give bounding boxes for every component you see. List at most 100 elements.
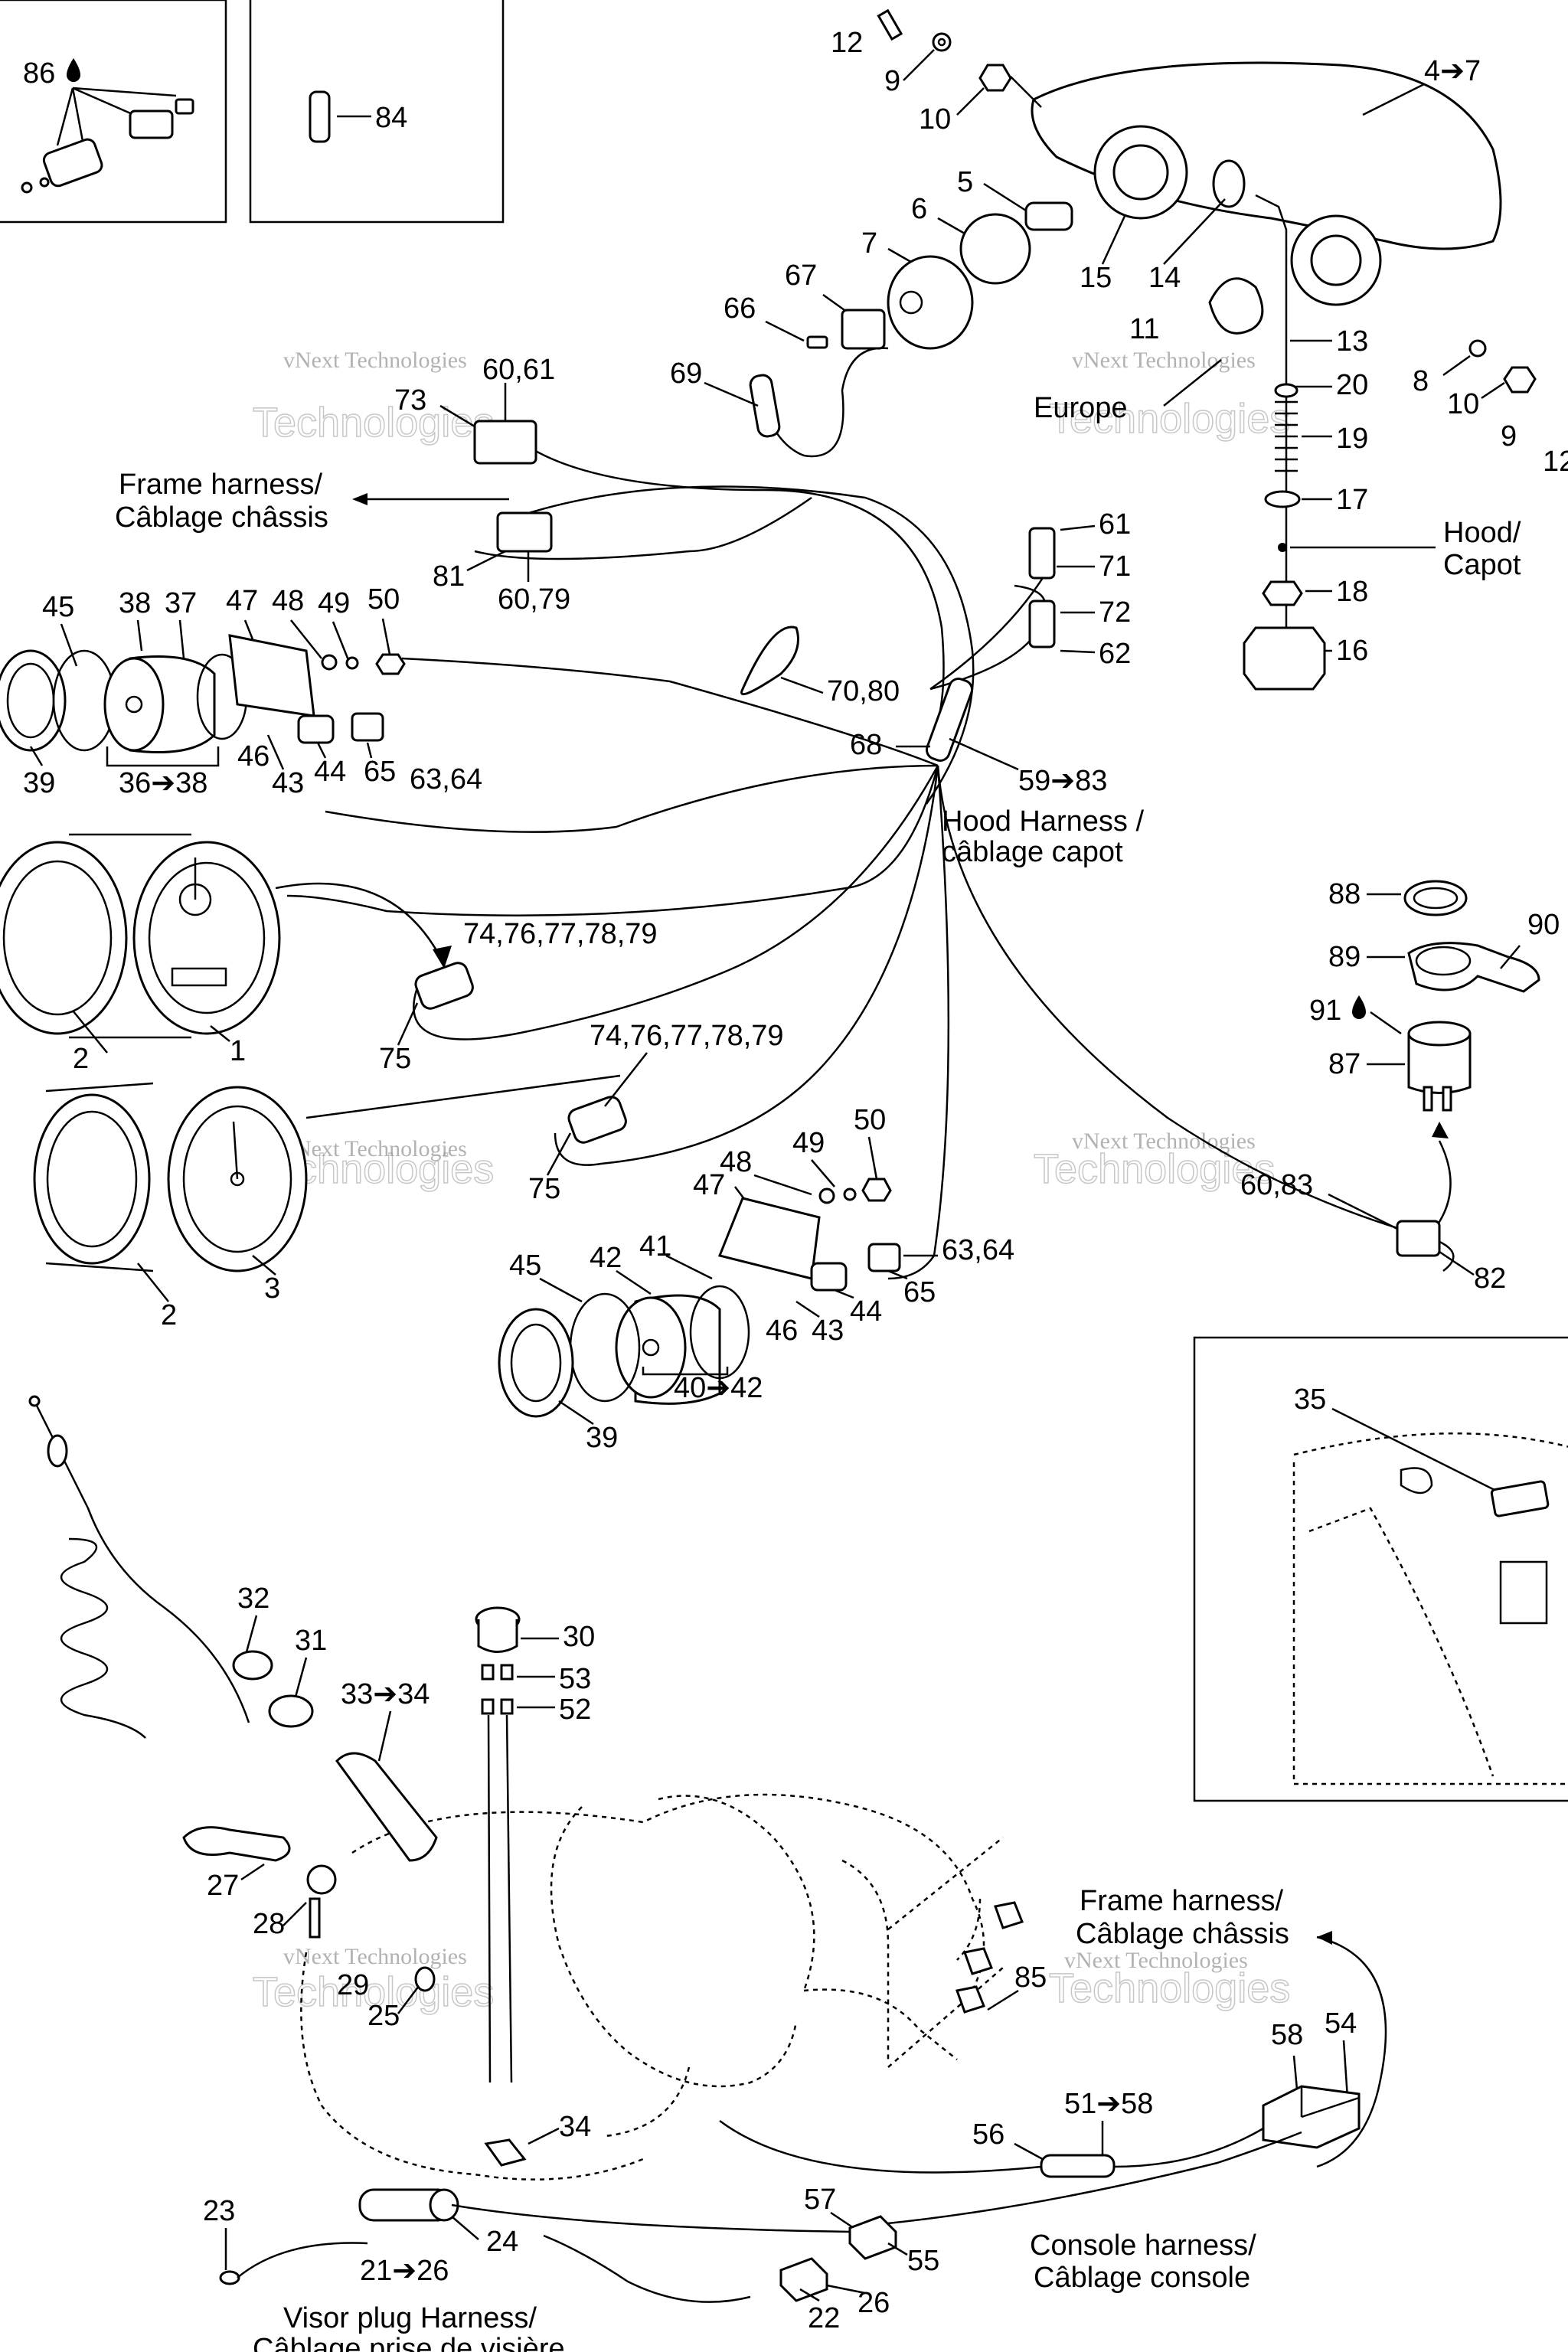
- callout-65: 65: [364, 756, 396, 788]
- callout-35: 35: [1294, 1383, 1326, 1416]
- drop-icon: [1352, 995, 1366, 1019]
- callout-46: 46: [766, 1315, 798, 1347]
- callout-32: 32: [237, 1583, 270, 1615]
- callout-45: 45: [42, 591, 74, 623]
- callout-68: 68: [850, 729, 882, 761]
- callout-53: 53: [559, 1663, 591, 1695]
- callout-44: 44: [314, 756, 346, 788]
- inset-86: 86: [0, 0, 227, 224]
- callout-27: 27: [207, 1870, 239, 1902]
- callout-60-61: 60,61: [482, 354, 555, 386]
- callout-55: 55: [907, 2245, 939, 2277]
- callout-46: 46: [237, 740, 270, 773]
- caption-frame-harness: Frame harness/: [119, 469, 323, 501]
- callout-33-34: 33➔34: [341, 1678, 430, 1710]
- callout-12: 12: [831, 27, 863, 59]
- callout-18: 18: [1336, 576, 1368, 608]
- callout-17: 17: [1336, 484, 1368, 516]
- caption-frame-harness: Frame harness/: [1080, 1885, 1284, 1917]
- callout-9: 9: [884, 65, 900, 97]
- callout-54: 54: [1325, 2007, 1357, 2040]
- callout-84: 84: [375, 102, 407, 134]
- callout-75: 75: [528, 1173, 560, 1205]
- callout-15: 15: [1080, 262, 1112, 294]
- callout-10: 10: [1447, 388, 1479, 420]
- caption-hood: Hood/: [1443, 517, 1521, 549]
- caption-europe: Europe: [1034, 392, 1128, 424]
- callout-14: 14: [1148, 262, 1181, 294]
- callout-48: 48: [272, 585, 304, 617]
- watermark-small: vNext Technologies: [1072, 1129, 1256, 1154]
- callout-43: 43: [812, 1315, 844, 1347]
- gauge-assembly-middle: 50 48 49 47 41 42 63,64 65 44 43 46 45: [498, 1104, 1014, 1454]
- callout-28: 28: [253, 1908, 285, 1940]
- hardware-right: 8 10 9 12: [1413, 339, 1568, 478]
- speedometer-gauge: 2 1 74,76,77,78,79 75: [0, 833, 658, 1075]
- callout-16: 16: [1336, 635, 1368, 667]
- callout-58: 58: [1271, 2019, 1303, 2051]
- callout-41: 41: [639, 1230, 671, 1263]
- callout-19: 19: [1336, 423, 1368, 455]
- hood-harness-wires: 69 68 59➔83 Hood Harness / câblage capot: [286, 347, 1455, 1280]
- callout-38: 38: [119, 587, 151, 619]
- gauge-assembly-top: 45 38 37 47 48 49 50 39 36➔38 46 43 44: [0, 583, 482, 799]
- callout-25: 25: [368, 2000, 400, 2032]
- tachometer-gauge: 2 3 74,76,77,78,79 75: [33, 1020, 784, 1331]
- callout-89: 89: [1328, 941, 1361, 973]
- callout-8: 8: [1413, 365, 1429, 397]
- caption-cablage-capot: câblage capot: [942, 836, 1123, 868]
- watermark-small: vNext Technologies: [283, 348, 467, 373]
- callout-50: 50: [854, 1104, 886, 1136]
- hood-stud-stack: 20 19 17 Hood/ Capot 18 16: [1243, 369, 1521, 691]
- callout-82: 82: [1474, 1263, 1506, 1295]
- callout-37: 37: [165, 587, 197, 619]
- callout-21-26: 21➔26: [360, 2255, 449, 2287]
- callout-30: 30: [563, 1621, 595, 1653]
- bulb-parts: 5 6 7 15 14 67 66 11 13: [724, 166, 1368, 358]
- accessory-gauge: 88 89 90 91 87 60,83 82: [1240, 878, 1560, 1295]
- callout-47: 47: [226, 585, 258, 617]
- callout-49: 49: [792, 1127, 825, 1159]
- inset-84: 84: [249, 0, 505, 224]
- callout-71: 71: [1099, 550, 1131, 583]
- callout-2: 2: [73, 1043, 89, 1075]
- callout-51-58: 51➔58: [1064, 2088, 1153, 2120]
- console-harness: 85 Frame harness/ Câblage châssis 58 54 …: [203, 1885, 1387, 2352]
- callout-2: 2: [161, 1299, 177, 1331]
- callout-22: 22: [808, 2302, 840, 2334]
- callout-69: 69: [670, 358, 702, 390]
- callout-40-42: 40➔42: [674, 1372, 763, 1404]
- callout-56: 56: [972, 2118, 1004, 2151]
- caption-cablage-console: Câblage console: [1034, 2262, 1250, 2294]
- callout-88: 88: [1328, 878, 1361, 910]
- callout-9: 9: [1501, 420, 1517, 452]
- connectors-upper: 60,61 73 Frame harness/ Câblage châssis …: [115, 354, 1131, 707]
- inset-35: 35: [1193, 1336, 1568, 1802]
- callout-74-76-77-78-79: 74,76,77,78,79: [463, 918, 658, 950]
- callout-50: 50: [368, 583, 400, 616]
- callout-67: 67: [785, 260, 817, 292]
- watermark-small: vNext Technologies: [1072, 348, 1256, 373]
- callout-65: 65: [903, 1276, 936, 1308]
- callout-60-79: 60,79: [498, 583, 570, 616]
- callout-63-64: 63,64: [942, 1234, 1014, 1266]
- callout-57: 57: [804, 2184, 836, 2216]
- callout-60-83: 60,83: [1240, 1169, 1313, 1201]
- watermark-large: Technologies: [1049, 1965, 1290, 2011]
- callout-31: 31: [295, 1625, 327, 1657]
- callout-10: 10: [919, 103, 951, 136]
- caption-visor-harness: Visor plug Harness/: [283, 2302, 537, 2334]
- callout-86: 86: [23, 57, 55, 90]
- callout-91: 91: [1309, 995, 1341, 1027]
- callout-5: 5: [957, 166, 973, 198]
- callout-52: 52: [559, 1694, 591, 1726]
- callout-63-64: 63,64: [410, 763, 482, 795]
- callout-34: 34: [559, 2111, 591, 2143]
- callout-47: 47: [693, 1169, 725, 1201]
- callout-87: 87: [1328, 1048, 1361, 1080]
- caption-cablage-chassis: Câblage châssis: [115, 501, 328, 534]
- caption-cablage-prise-visiere: Câblage prise de visière: [253, 2333, 565, 2352]
- callout-59-83: 59➔83: [1018, 765, 1107, 797]
- callout-61: 61: [1099, 508, 1131, 541]
- callout-73: 73: [394, 384, 426, 416]
